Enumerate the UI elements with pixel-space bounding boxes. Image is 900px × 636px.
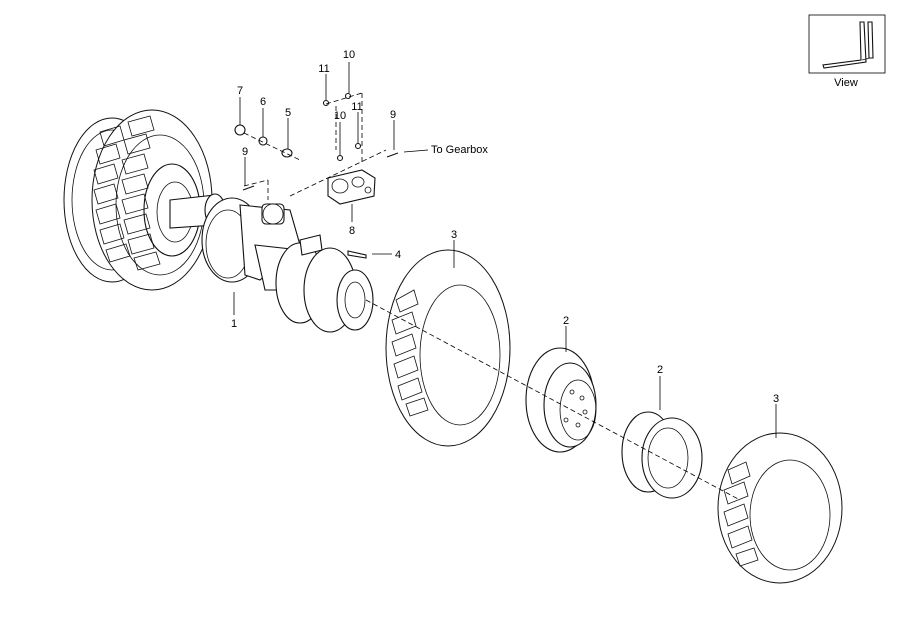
callout-5: 5 <box>285 107 291 119</box>
callout-11-a: 11 <box>318 63 329 75</box>
valve-block[interactable] <box>327 169 376 205</box>
tire-center[interactable] <box>385 249 511 447</box>
rim-second[interactable] <box>621 411 703 499</box>
callout-1: 1 <box>231 318 237 330</box>
callout-10-b: 10 <box>334 110 346 122</box>
view-label: View <box>834 77 858 89</box>
callout-10-a: 10 <box>343 49 355 61</box>
callout-9-a: 9 <box>242 146 248 158</box>
callout-7: 7 <box>237 85 243 97</box>
callout-11-b: 11 <box>351 101 362 113</box>
callout-4: 4 <box>395 249 401 261</box>
drive-axle[interactable] <box>169 193 374 333</box>
callout-3-b: 3 <box>773 393 779 405</box>
leader-lines <box>233 62 777 438</box>
callout-2-b: 2 <box>657 364 663 376</box>
callout-8: 8 <box>349 225 355 237</box>
callout-6: 6 <box>260 96 266 108</box>
forklift-fork-icon <box>822 21 874 69</box>
tire-right[interactable] <box>717 432 843 584</box>
callout-9-b: 9 <box>390 109 396 121</box>
callouts: 1 2 2 3 3 4 5 6 7 8 9 9 10 10 11 11 To G… <box>231 49 779 405</box>
to-gearbox-label: To Gearbox <box>431 144 488 156</box>
assembly-lines <box>243 92 741 501</box>
hardware <box>234 92 399 259</box>
callout-3-a: 3 <box>451 229 457 241</box>
rim-first[interactable] <box>525 347 597 453</box>
callout-2-a: 2 <box>563 315 569 327</box>
view-inset[interactable]: View <box>808 14 886 89</box>
